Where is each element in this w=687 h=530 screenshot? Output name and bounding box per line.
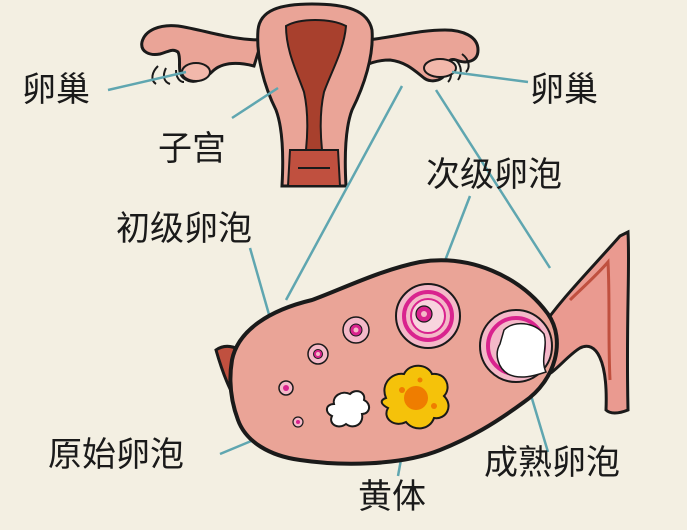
label-secondary-follicle: 次级卵泡 <box>426 155 562 195</box>
primary-follicle-2 <box>307 343 329 365</box>
left-fallopian-tube <box>140 24 265 83</box>
label-primary-follicle: 初级卵泡 <box>116 209 252 249</box>
leader-zoom-right <box>434 89 552 269</box>
label-primordial-follicle: 原始卵泡 <box>48 435 184 475</box>
right-ovary-small <box>423 58 457 78</box>
ovary-section <box>214 229 631 466</box>
uterus-illustration <box>140 2 480 188</box>
label-corpus-luteum: 黄体 <box>358 477 426 517</box>
ovary-ligament <box>538 229 631 415</box>
primary-follicle-1 <box>342 316 370 344</box>
secondary-follicle <box>395 283 461 349</box>
leader-zoom-left <box>284 85 404 301</box>
primordial-follicle <box>292 416 304 428</box>
leader-ovary-right <box>451 70 529 84</box>
primary-follicle-3 <box>278 380 294 396</box>
ovary-body <box>228 258 559 466</box>
label-mature-follicle: 成熟卵泡 <box>484 443 620 483</box>
label-ovary-left: 卵巢 <box>22 70 90 110</box>
mature-follicle <box>479 309 553 383</box>
uterine-cavity <box>284 19 348 151</box>
label-ovary-right: 卵巢 <box>530 70 598 110</box>
corpus-albicans <box>326 390 370 428</box>
leader-uterus <box>231 86 279 120</box>
label-uterus: 子宫 <box>158 129 226 169</box>
leader-primary-stem <box>248 247 272 319</box>
leader-ovary-left <box>107 70 187 92</box>
corpus-luteum <box>380 364 450 430</box>
left-ovary-small <box>181 62 211 82</box>
ovary-ligament-inner <box>568 258 612 381</box>
